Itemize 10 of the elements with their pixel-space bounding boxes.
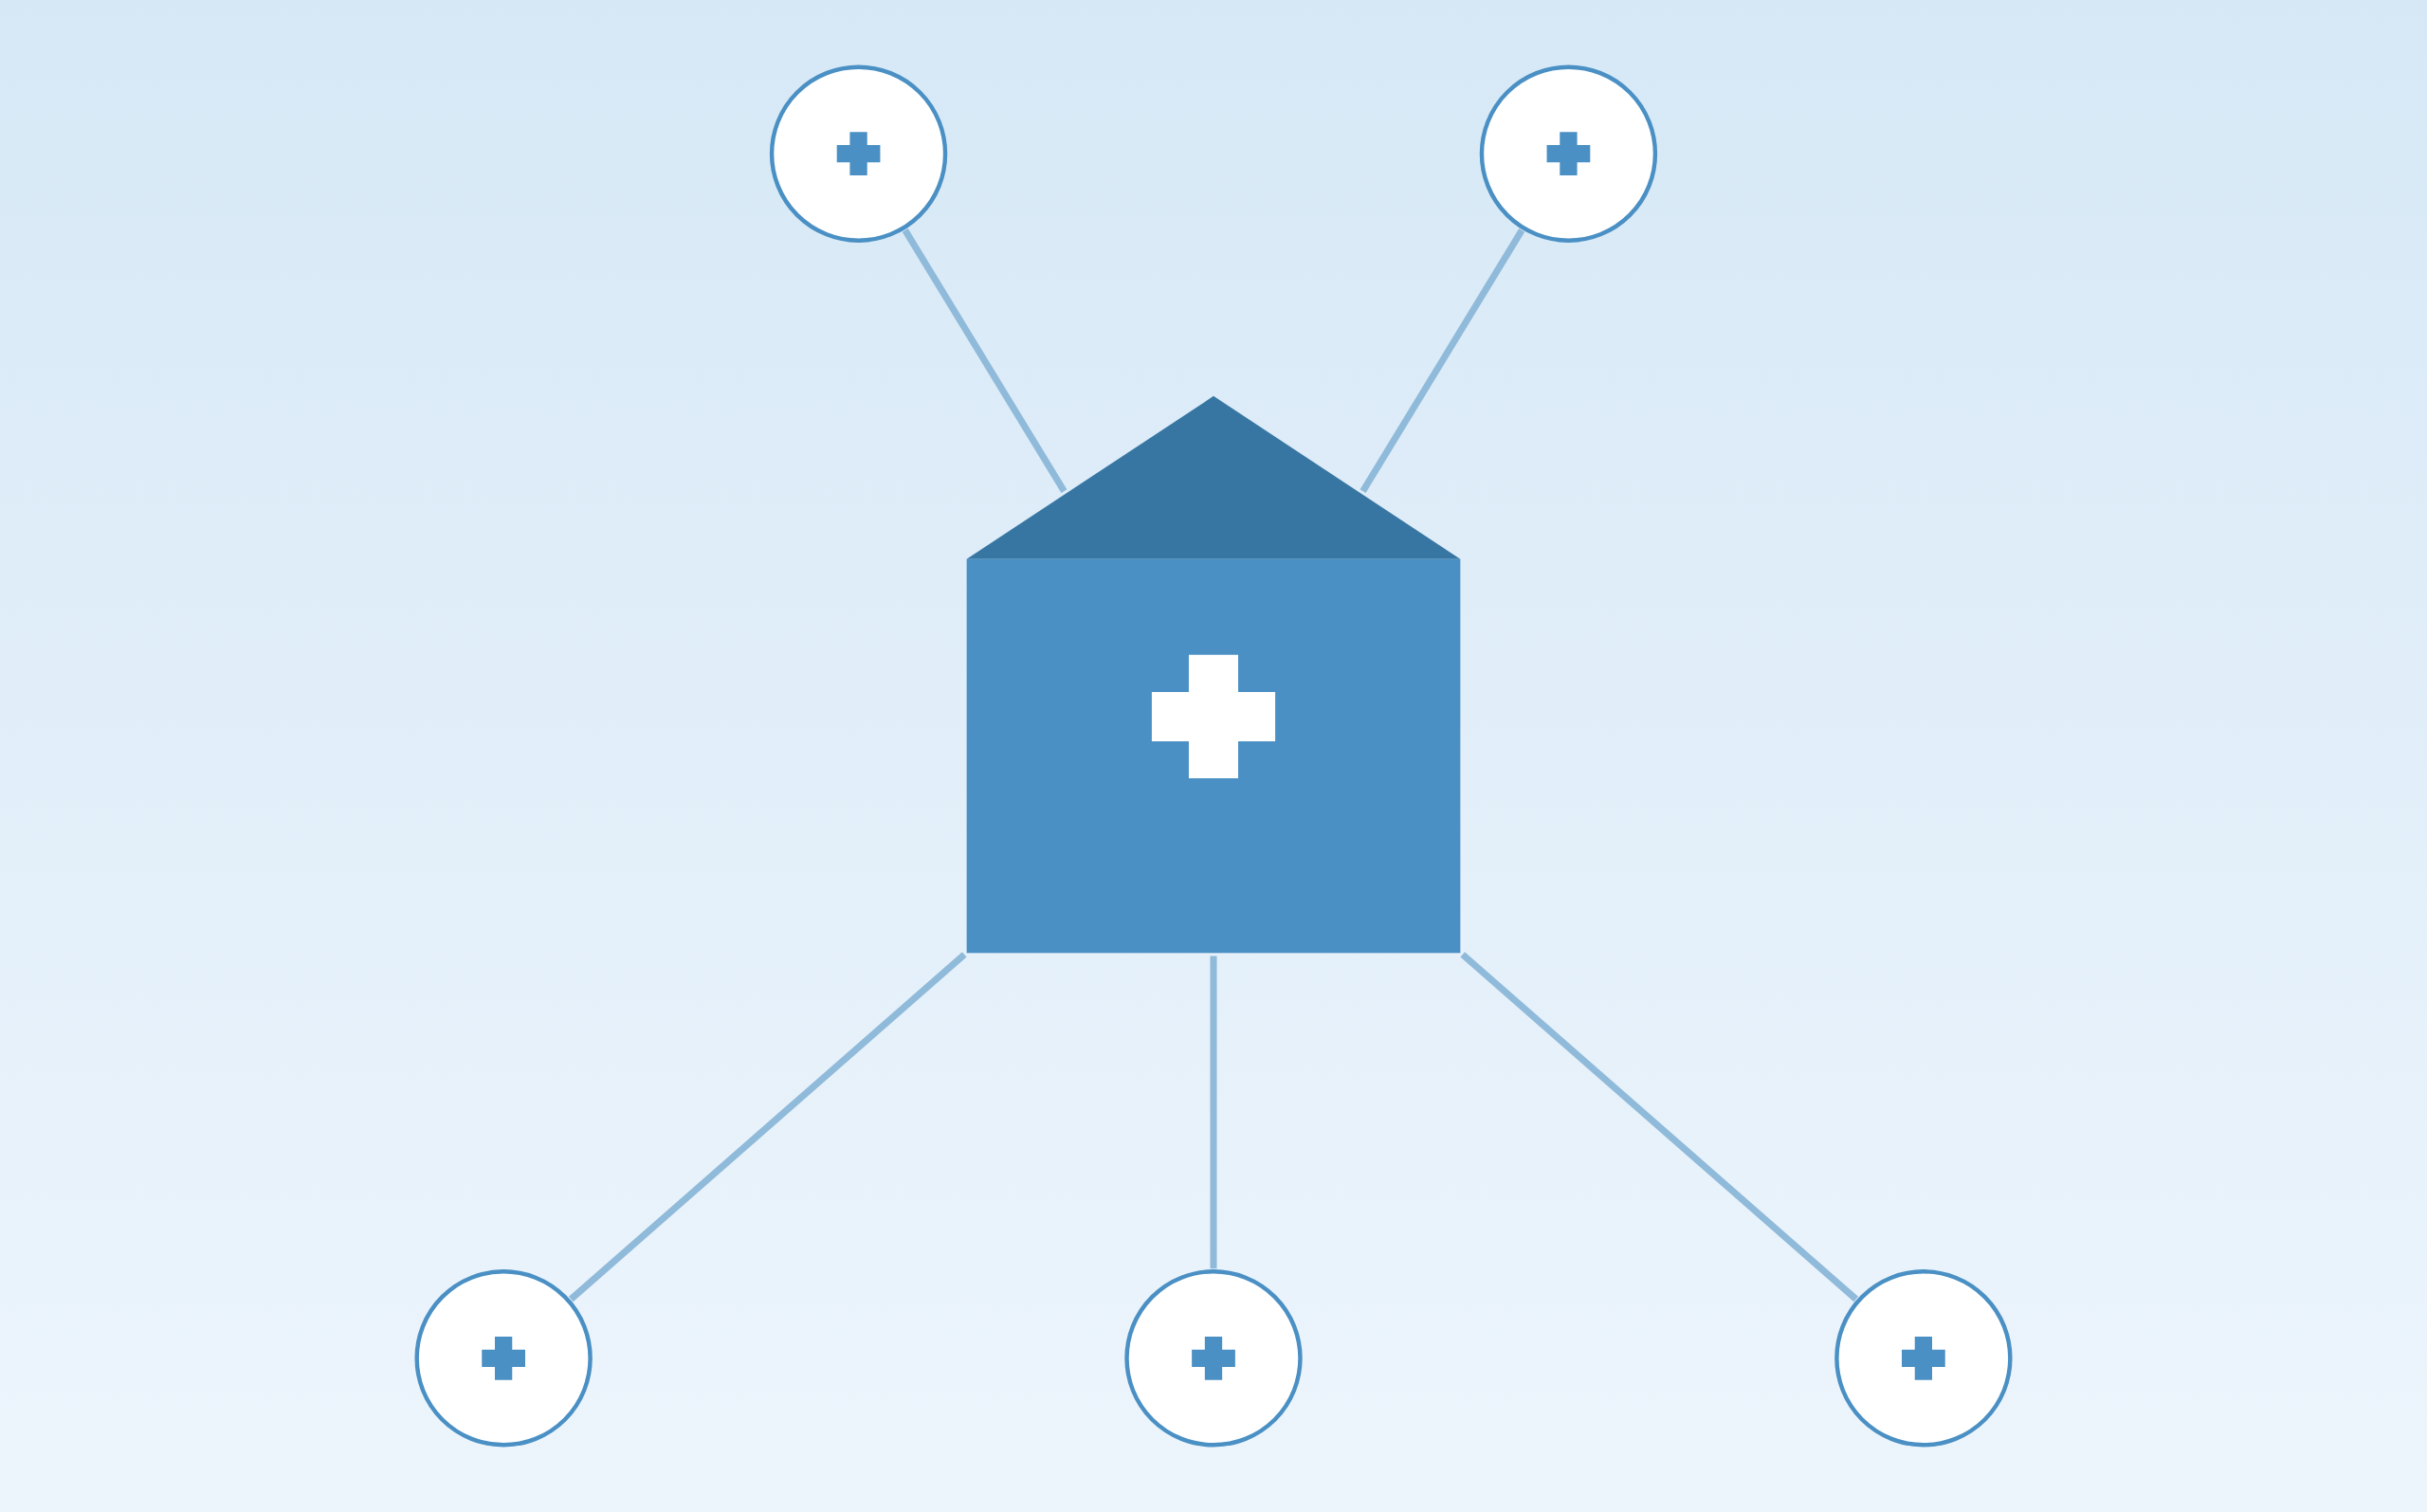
hospital-building xyxy=(966,395,1461,954)
circle-node xyxy=(1124,1269,1303,1448)
connector-line xyxy=(1460,952,1859,1303)
circle-node xyxy=(414,1269,593,1448)
circle-node xyxy=(1479,64,1658,243)
connector-line xyxy=(568,952,967,1303)
circle-node xyxy=(769,64,948,243)
circle-node xyxy=(1834,1269,2013,1448)
connector-line xyxy=(1359,228,1525,493)
connector-line xyxy=(902,228,1068,493)
